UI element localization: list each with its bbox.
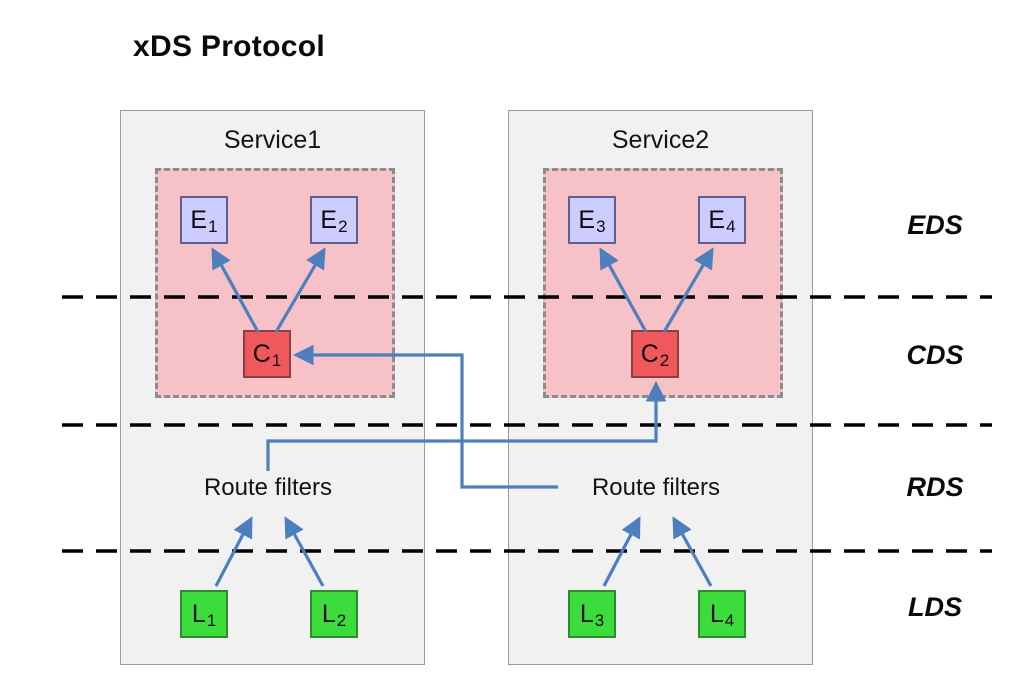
endpoint-e2-subscript: 2 — [338, 217, 348, 236]
listener-l3-label: L — [579, 599, 594, 628]
cluster-c1-label: C — [252, 339, 271, 368]
listener-l4-label: L — [709, 599, 724, 628]
endpoint-e3-label: E — [578, 205, 596, 234]
endpoint-e4-label: E — [708, 205, 726, 234]
service-2-title: Service2 — [611, 126, 710, 154]
listener-l3-subscript: 3 — [594, 611, 605, 630]
layer-label-lds: LDS — [908, 592, 962, 622]
route-filters-2-label: Route filters — [591, 474, 721, 501]
service-1-title: Service1 — [223, 126, 322, 154]
layer-label-cds: CDS — [906, 340, 964, 370]
diagram-title: xDS Protocol — [133, 30, 325, 63]
layer-label-eds: EDS — [907, 210, 963, 240]
listener-l4-subscript: 4 — [724, 611, 735, 630]
listener-l2-subscript: 2 — [336, 611, 347, 630]
listener-l1-subscript: 1 — [206, 611, 217, 630]
endpoint-e4-subscript: 4 — [726, 217, 736, 236]
endpoint-e1-label: E — [190, 205, 208, 234]
endpoint-e2-label: E — [320, 205, 338, 234]
listener-l1-label: L — [191, 599, 206, 628]
endpoint-e1-subscript: 1 — [208, 217, 218, 236]
cluster-c2-label: C — [640, 339, 659, 368]
cluster-c2-subscript: 2 — [659, 351, 670, 370]
route-filters-1-label: Route filters — [203, 474, 333, 501]
layer-label-rds: RDS — [906, 472, 964, 502]
listener-l2-label: L — [321, 599, 336, 628]
cluster-c1-subscript: 1 — [271, 351, 282, 370]
endpoint-e3-subscript: 3 — [596, 217, 606, 236]
